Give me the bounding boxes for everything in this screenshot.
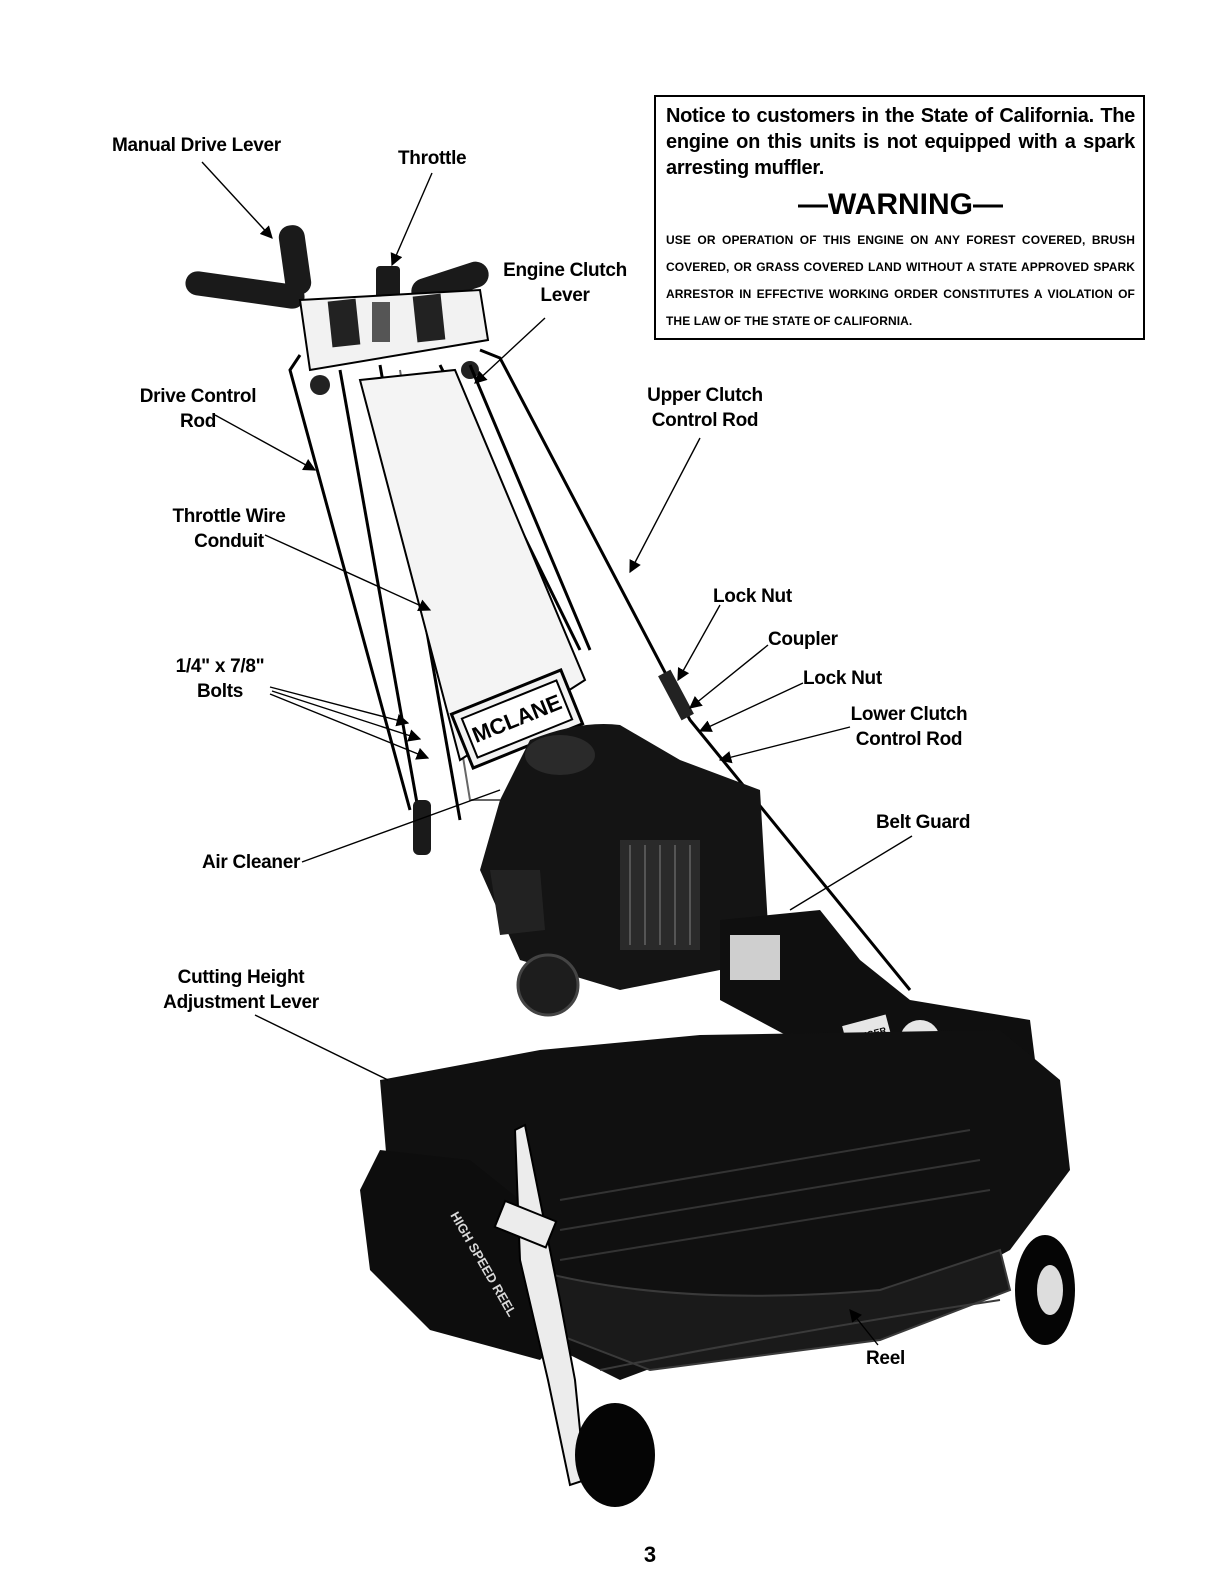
label-reel: Reel xyxy=(866,1348,905,1369)
label-belt-guard: Belt Guard xyxy=(876,812,971,833)
label-air-cleaner: Air Cleaner xyxy=(202,852,301,873)
handle-assembly: MCLANE xyxy=(185,225,912,991)
label-coupler: Coupler xyxy=(768,629,838,650)
label-lower-clutch-control-rod: Lower Clutch Control Rod xyxy=(850,704,968,750)
label-throttle-wire-conduit: Throttle Wire Conduit xyxy=(172,506,286,552)
label-engine-clutch-lever: Engine Clutch Lever xyxy=(503,260,627,306)
mower-deck: HIGH SPEED REEL xyxy=(360,1030,1075,1507)
warning-heading: —WARNING— xyxy=(798,188,1003,221)
label-throttle: Throttle xyxy=(398,148,467,169)
warning-body: USE OR OPERATION OF THIS ENGINE ON ANY F… xyxy=(666,233,1135,328)
label-cutting-height-adjustment-lever: Cutting Height Adjustment Lever xyxy=(163,967,319,1013)
page-number: 3 xyxy=(643,1542,657,1567)
label-lock-nut-upper: Lock Nut xyxy=(713,586,792,607)
label-upper-clutch-control-rod: Upper Clutch Control Rod xyxy=(647,385,763,431)
label-bolts: 1/4" x 7/8" Bolts xyxy=(175,656,265,702)
leader-lines xyxy=(201,161,913,1346)
label-drive-control-rod: Drive Control Rod xyxy=(139,386,257,432)
label-manual-drive-lever: Manual Drive Lever xyxy=(112,135,281,156)
california-notice-box: Notice to customers in the State of Cali… xyxy=(654,95,1145,340)
notice-text: Notice to customers in the State of Cali… xyxy=(666,105,1135,179)
engine xyxy=(480,724,770,1017)
label-lock-nut-lower: Lock Nut xyxy=(803,668,882,689)
